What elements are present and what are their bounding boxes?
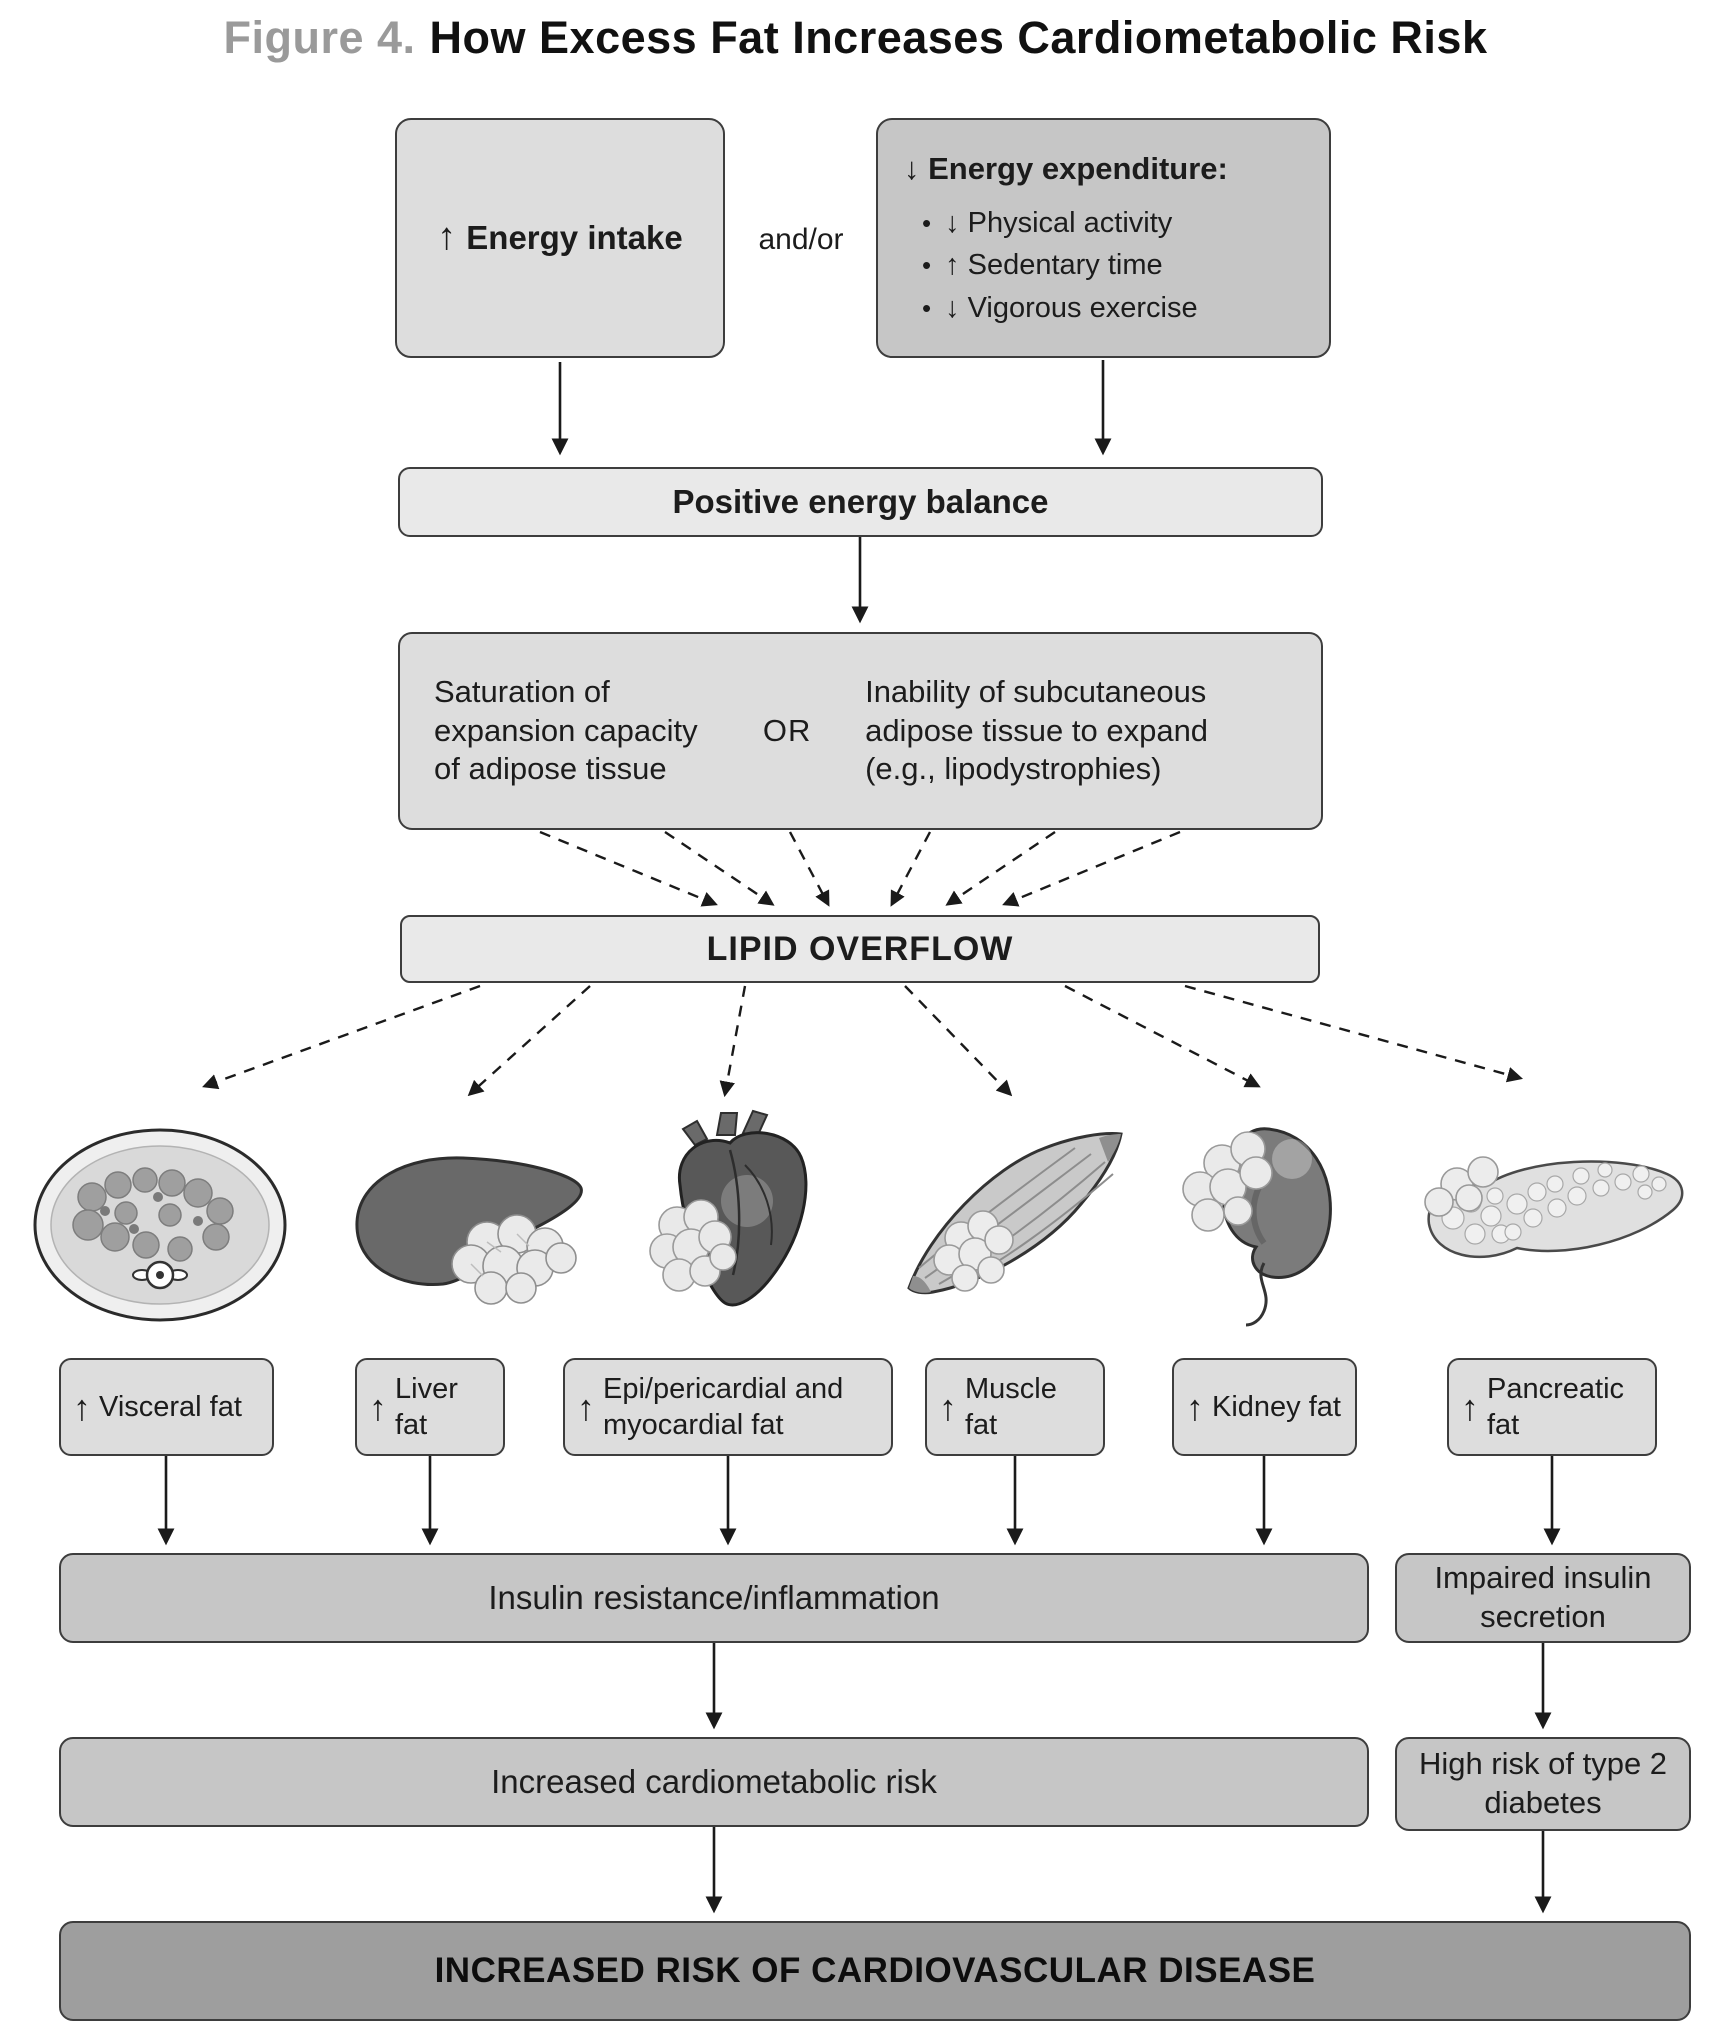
dashed-fan-lipid-to-organs [202,984,1524,1098]
expenditure-item-vigorous-exercise: • ↓ Vigorous exercise [922,290,1198,326]
dashed-fan-saturation-to-lipid [539,830,1181,907]
and-or-connector: and/or [758,223,844,256]
saturation-left-text: Saturation of expansion capacity of adip… [434,673,698,787]
bullet-icon: • [922,208,932,238]
abdominal-cross-section-illustration [33,1128,287,1322]
pancreatic-fat-label: Pancreatic fat [1487,1372,1625,1441]
epicardial-fat-label-box: ↑ Epi/pericardial and myocardial fat [563,1358,893,1456]
hilum [1250,1183,1267,1245]
up-arrow-icon: ↑ [369,1386,387,1428]
figure-heading-text: How Excess Fat Increases Cardiometabolic… [429,12,1488,63]
highlight [721,1175,773,1227]
down-arrow-icon: ↓ [945,207,960,239]
down-arrow-icon: ↓ [904,151,920,187]
dashed-arrow-to-pancreas [1184,984,1524,1083]
dashed-arrow-to-heart [719,985,747,1098]
dashed-arrow-to-muscle [904,985,1013,1097]
dashed-arrow [539,830,718,907]
saturation-box: Saturation of expansion capacity of adip… [398,632,1323,830]
pancreas-illustration [1424,1156,1684,1259]
cardiometabolic-risk-box: Increased cardiometabolic risk [59,1737,1369,1827]
energy-expenditure-box: ↓ Energy expenditure: • ↓ Physical activ… [876,118,1331,358]
intestine-blobs [72,1167,234,1262]
up-arrow-icon: ↑ [1461,1386,1479,1428]
tendon [1099,1134,1121,1162]
dashed-arrow-to-abdomen [202,984,481,1090]
saturation-right-text: Inability of subcutaneous adipose tissue… [865,673,1209,787]
insulin-resistance-box: Insulin resistance/inflammation [59,1553,1369,1643]
figure-number-label: Figure 4. [223,12,416,63]
dashed-arrow [1002,830,1181,907]
pancreatic-fat-label-box: ↑ Pancreatic fat [1447,1358,1657,1456]
bullet-icon: • [922,250,932,281]
down-arrow-icon: ↓ [945,291,960,324]
impaired-insulin-secretion-box: Impaired insulin secretion [1395,1553,1691,1643]
expenditure-item-sedentary-time: • ↑ Sedentary time [922,247,1163,283]
bullet-icon: • [922,292,932,323]
kidney-fat-label: Kidney fat [1212,1390,1341,1423]
fat-cells [1182,1131,1273,1232]
up-arrow-icon: ↑ [437,216,457,259]
up-arrow-icon: ↑ [939,1386,957,1428]
energy-intake-box: ↑ Energy intake [395,118,725,358]
figure-title: Figure 4. How Excess Fat Increases Cardio… [0,12,1711,64]
highlight [1272,1139,1312,1179]
expenditure-item-physical-activity: • ↓ Physical activity [922,205,1172,241]
muscle-illustration [907,1132,1123,1295]
positive-energy-balance-box: Positive energy balance [398,467,1323,537]
dashed-arrow-to-kidney [1064,984,1261,1088]
dashed-arrow [788,831,830,907]
epicardial-fat-label: Epi/pericardial and myocardial fat [603,1372,844,1441]
lipid-overflow-box: LIPID OVERFLOW [400,915,1320,983]
visceral-fat-label: Visceral fat [99,1390,242,1423]
or-label: OR [762,712,812,748]
fat-cell-lines [470,1233,530,1277]
up-arrow-icon: ↑ [945,249,960,282]
visceral-fat-label-box: ↑ Visceral fat [59,1358,274,1456]
ureter [1245,1262,1268,1327]
energy-intake-label: Energy intake [466,219,683,257]
cardiovascular-disease-box: INCREASED RISK OF CARDIOVASCULAR DISEASE [59,1921,1691,2021]
tendon [909,1276,931,1293]
up-arrow-icon: ↑ [73,1386,91,1428]
muscle-fat-label-box: ↑ Muscle fat [925,1358,1105,1456]
up-arrow-icon: ↑ [577,1386,595,1428]
muscle-fat-label: Muscle fat [965,1372,1057,1441]
dashed-arrow [890,831,932,907]
solid-flow-arrows [157,360,1561,1914]
coronary-vessel [744,1164,773,1246]
liver-fat-label: Liver fat [395,1372,458,1441]
dashed-arrow [664,831,775,906]
liver-fat-label-box: ↑ Liver fat [355,1358,505,1456]
fat-cells [649,1199,737,1292]
great-vessels [681,1109,769,1147]
liver-illustration [355,1156,583,1305]
intestine-dots [100,1192,203,1234]
type2-diabetes-box: High risk of type 2 diabetes [1395,1737,1691,1831]
kidney-fat-label-box: ↑ Kidney fat [1172,1358,1357,1456]
vertebra [132,1260,188,1290]
dashed-arrow-to-liver [467,985,591,1097]
fat-cells [1424,1156,1499,1217]
dashed-arrow [945,831,1056,906]
fat-cells [933,1210,1014,1292]
heart-illustration [649,1109,808,1307]
energy-expenditure-header: ↓ Energy expenditure: [904,151,1228,187]
kidney-illustration [1182,1127,1332,1327]
up-arrow-icon: ↑ [1186,1386,1204,1428]
